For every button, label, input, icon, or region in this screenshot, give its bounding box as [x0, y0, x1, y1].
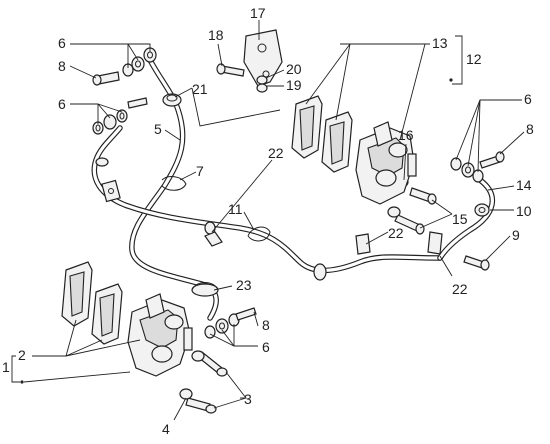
callout-22-lower: 22	[452, 281, 468, 297]
banjo-fittings-top-left	[92, 47, 157, 86]
banjo-fittings-lower	[179, 307, 257, 414]
callout-16: 16	[398, 127, 414, 143]
callout-11: 11	[228, 201, 243, 217]
callout-6-lower: 6	[262, 339, 270, 355]
caliper-upper	[291, 95, 417, 205]
callout-6-right: 6	[524, 91, 532, 107]
callout-8-right: 8	[526, 121, 534, 137]
callout-13: 13	[432, 35, 448, 51]
callout-22-middle: 22	[388, 225, 404, 241]
callout-4: 4	[162, 421, 170, 437]
callout-3: 3	[244, 391, 252, 407]
callout-5: 5	[154, 121, 162, 137]
callout-12: 12	[466, 51, 482, 67]
callout-7: 7	[196, 163, 204, 179]
callout-labels: 6 8 6 5 21 7 18 17 20 19 13 12 16 6 8 14…	[2, 5, 534, 437]
callout-23: 23	[236, 277, 252, 293]
callout-22-upper: 22	[268, 145, 284, 161]
callout-6-top-left: 6	[58, 35, 66, 51]
caliper-lower	[61, 261, 193, 377]
banjo-fittings-right	[450, 151, 505, 271]
callout-18: 18	[208, 27, 224, 43]
callout-8-lower: 8	[262, 317, 270, 333]
callout-1: 1	[2, 359, 10, 375]
hose-clips	[95, 93, 490, 297]
callout-8-top-left: 8	[58, 58, 66, 74]
bracket-17	[216, 29, 283, 93]
callout-17: 17	[250, 5, 266, 21]
callout-14: 14	[516, 177, 532, 193]
callout-20: 20	[286, 61, 302, 77]
callout-6-mid-left: 6	[58, 96, 66, 112]
leader-lines	[11, 20, 525, 421]
callout-19: 19	[286, 77, 302, 93]
callout-9: 9	[512, 227, 520, 243]
callout-21: 21	[192, 81, 208, 97]
callout-2: 2	[18, 347, 26, 363]
callout-15: 15	[452, 211, 468, 227]
callout-10: 10	[516, 203, 532, 219]
